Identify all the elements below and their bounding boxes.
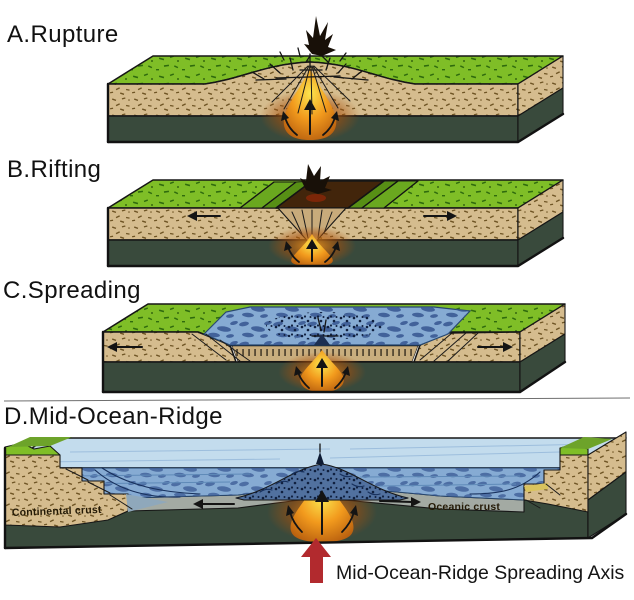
plate-motion-arrows-icon [187, 211, 457, 221]
section-divider [3, 397, 631, 402]
magma-rise-arrow-icon [306, 239, 318, 262]
basin-fault-lines [191, 332, 479, 362]
block-outline [3, 446, 628, 550]
panel-b-rifting: B.Rifting [7, 156, 565, 268]
continental-crust-left [4, 454, 129, 528]
rupture-fan-cracks [271, 65, 351, 115]
coast-green-left-top [8, 437, 72, 447]
ridge-crest-marks [311, 317, 339, 337]
continental-crust-label: Continental crust [12, 504, 102, 519]
divergence-arrows-icon [294, 366, 350, 389]
panel-a-rupture: A.Rupture [7, 16, 565, 144]
ridge-stipple [266, 312, 382, 340]
panel-c-spreading: C.Spreading [3, 277, 567, 394]
eruption-plume-icon [300, 164, 332, 194]
block-outline [101, 330, 567, 394]
abyssal-fabric-curves [94, 467, 541, 498]
seafloor-spreading-arrows-icon [193, 497, 421, 509]
continental-fault-lines-left [65, 468, 133, 510]
ridge-crest-peak [316, 452, 324, 464]
spreading-axis-arrow-icon [301, 538, 331, 583]
panel-d-title: D.Mid-Ocean-Ridge [4, 403, 223, 430]
oceanic-crust-label: Oceanic crust [428, 501, 500, 513]
block-outline [106, 82, 565, 144]
ocean-water-texture [62, 468, 560, 500]
divergence-arrows-icon [286, 505, 358, 533]
rift-lava-patch [306, 194, 326, 202]
magma-rise-arrow-icon [315, 490, 329, 535]
ridge-mound-texture [236, 464, 408, 500]
divergence-arrows-icon [284, 241, 340, 263]
coast-green-right-top [560, 437, 612, 449]
magma-rise-arrow-icon [304, 99, 316, 135]
panel-a-title: A.Rupture [7, 21, 119, 48]
divergence-arrows-icon [281, 111, 339, 136]
sediment-wedge [126, 494, 168, 512]
beach-sliver [524, 483, 548, 492]
panel-d-mid-ocean-ridge: D.Mid-Ocean-Ridge [3, 397, 631, 584]
block-outline [106, 206, 565, 268]
continental-crust-right [523, 454, 589, 513]
ridge-bump-arcs [259, 470, 381, 496]
eruption-plume-icon [304, 16, 336, 56]
panel-c-title: C.Spreading [3, 277, 141, 304]
surface-streaks [39, 443, 599, 463]
continental-fault-lines-right [525, 483, 561, 509]
plate-motion-arrows-icon [107, 342, 513, 352]
panel-b-title: B.Rifting [7, 156, 101, 183]
rift-fault-lines [239, 180, 419, 209]
eruption-stem-lines [305, 55, 329, 63]
spreading-axis-label: Mid-Ocean-Ridge Spreading Axis [336, 562, 625, 584]
magma-rise-arrow-icon [316, 358, 328, 387]
ridge-front-tip [314, 334, 330, 345]
